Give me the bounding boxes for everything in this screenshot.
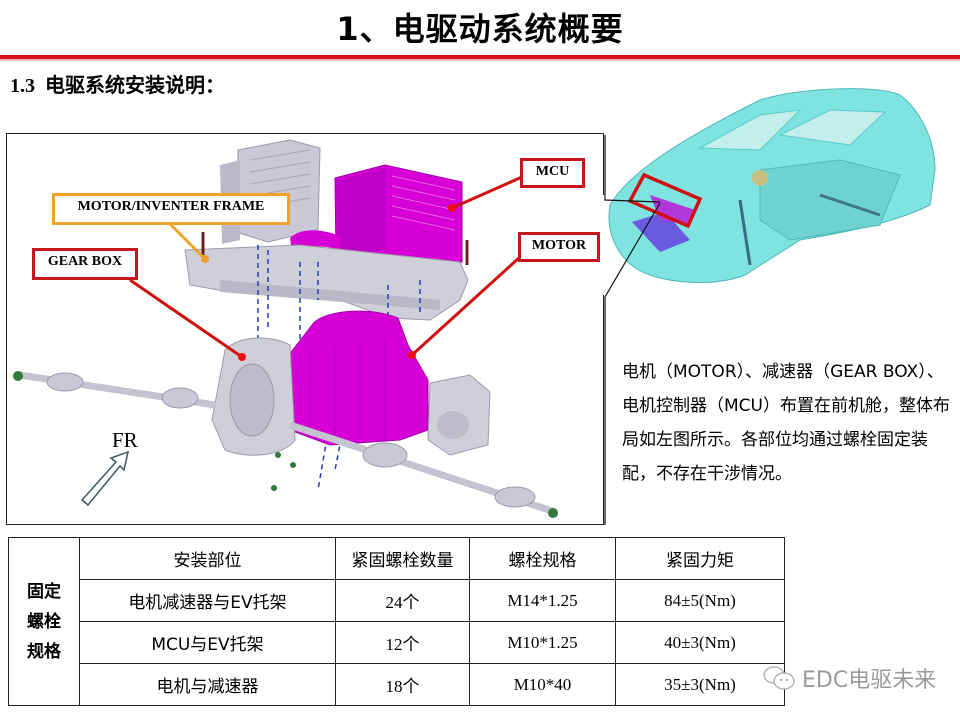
vehicle-cyan-illustration xyxy=(608,88,936,283)
mcu-magenta-illustration xyxy=(290,164,463,279)
gearbox-gray-illustration xyxy=(211,337,296,456)
vehicle-highlight-box xyxy=(627,172,703,229)
cell-count: 18个 xyxy=(335,663,470,706)
motor-leader-line xyxy=(410,255,522,357)
gearbox-leader-line xyxy=(129,278,243,359)
page-title: 1、电驱动系统概要 xyxy=(336,10,624,48)
cell-torque: 84±5(Nm) xyxy=(615,579,785,622)
section-title: 电驱系统安装说明： xyxy=(45,73,225,97)
side-label-line: 固定 xyxy=(27,581,61,602)
cell-count: 12个 xyxy=(335,621,470,664)
bolt-spec-table: 固定 螺栓 规格 安装部位 紧固螺栓数量 螺栓规格 紧固力矩 电机减速器与EV托… xyxy=(8,537,785,706)
compressor-gray-illustration xyxy=(427,374,491,456)
cell-torque: 40±3(Nm) xyxy=(615,621,785,664)
cell-location: 电机减速器与EV托架 xyxy=(79,579,336,622)
title-divider-shadow xyxy=(0,59,960,61)
header-torque: 紧固力矩 xyxy=(615,537,785,580)
table-row: MCU与EV托架 12个 M10*1.25 40±3(Nm) xyxy=(9,621,785,664)
section-heading: 1.3 电驱系统安装说明： xyxy=(10,72,225,99)
zoom-connector-bottom xyxy=(604,202,661,525)
zoom-connector-top xyxy=(604,135,661,203)
frame-leader-line xyxy=(166,220,207,261)
watermark-text: EDC电驱未来 xyxy=(802,668,937,693)
cell-torque: 35±3(Nm) xyxy=(615,663,785,706)
inverter-gray-illustration xyxy=(220,139,321,244)
cell-count: 24个 xyxy=(335,579,470,622)
watermark: EDC电驱未来 xyxy=(762,662,936,694)
cell-location: 电机与减速器 xyxy=(79,663,336,706)
section-number: 1.3 xyxy=(10,75,35,97)
side-label-line: 规格 xyxy=(27,641,61,662)
front-direction-label: FR xyxy=(112,428,138,452)
cell-spec: M14*1.25 xyxy=(469,579,616,622)
front-direction-arrow-icon xyxy=(80,450,130,507)
layout-description: 电机（MOTOR）、减速器（GEAR BOX）、电机控制器（MCU）布置在前机舱… xyxy=(622,362,950,484)
callout-mcu: MCU xyxy=(520,158,585,188)
title-divider xyxy=(0,55,960,59)
table-side-label: 固定 螺栓 规格 xyxy=(8,537,80,706)
header-location: 安装部位 xyxy=(79,537,336,580)
header-count: 紧固螺栓数量 xyxy=(335,537,470,580)
table-row: 电机与减速器 18个 M10*40 35±3(Nm) xyxy=(9,663,785,706)
table-row: 电机减速器与EV托架 24个 M14*1.25 84±5(Nm) xyxy=(9,579,785,622)
header-spec: 螺栓规格 xyxy=(469,537,616,580)
drive-shafts-illustration xyxy=(13,371,558,518)
side-label-line: 螺栓 xyxy=(27,611,61,632)
cell-spec: M10*40 xyxy=(469,663,616,706)
cell-spec: M10*1.25 xyxy=(469,621,616,664)
mcu-leader-line xyxy=(451,175,523,210)
diagram-border-gap xyxy=(601,195,607,295)
cell-location: MCU与EV托架 xyxy=(79,621,336,664)
subframe-gray-illustration xyxy=(184,232,469,321)
table-header-row: 固定 螺栓 规格 安装部位 紧固螺栓数量 螺栓规格 紧固力矩 xyxy=(8,537,785,706)
callout-gearbox: GEAR BOX xyxy=(32,248,138,280)
callout-motor: MOTOR xyxy=(518,232,600,262)
motor-magenta-illustration xyxy=(284,310,429,446)
wechat-icon xyxy=(763,666,795,690)
callout-motor-inverter-frame: MOTOR/INVENTER FRAME xyxy=(52,193,290,225)
